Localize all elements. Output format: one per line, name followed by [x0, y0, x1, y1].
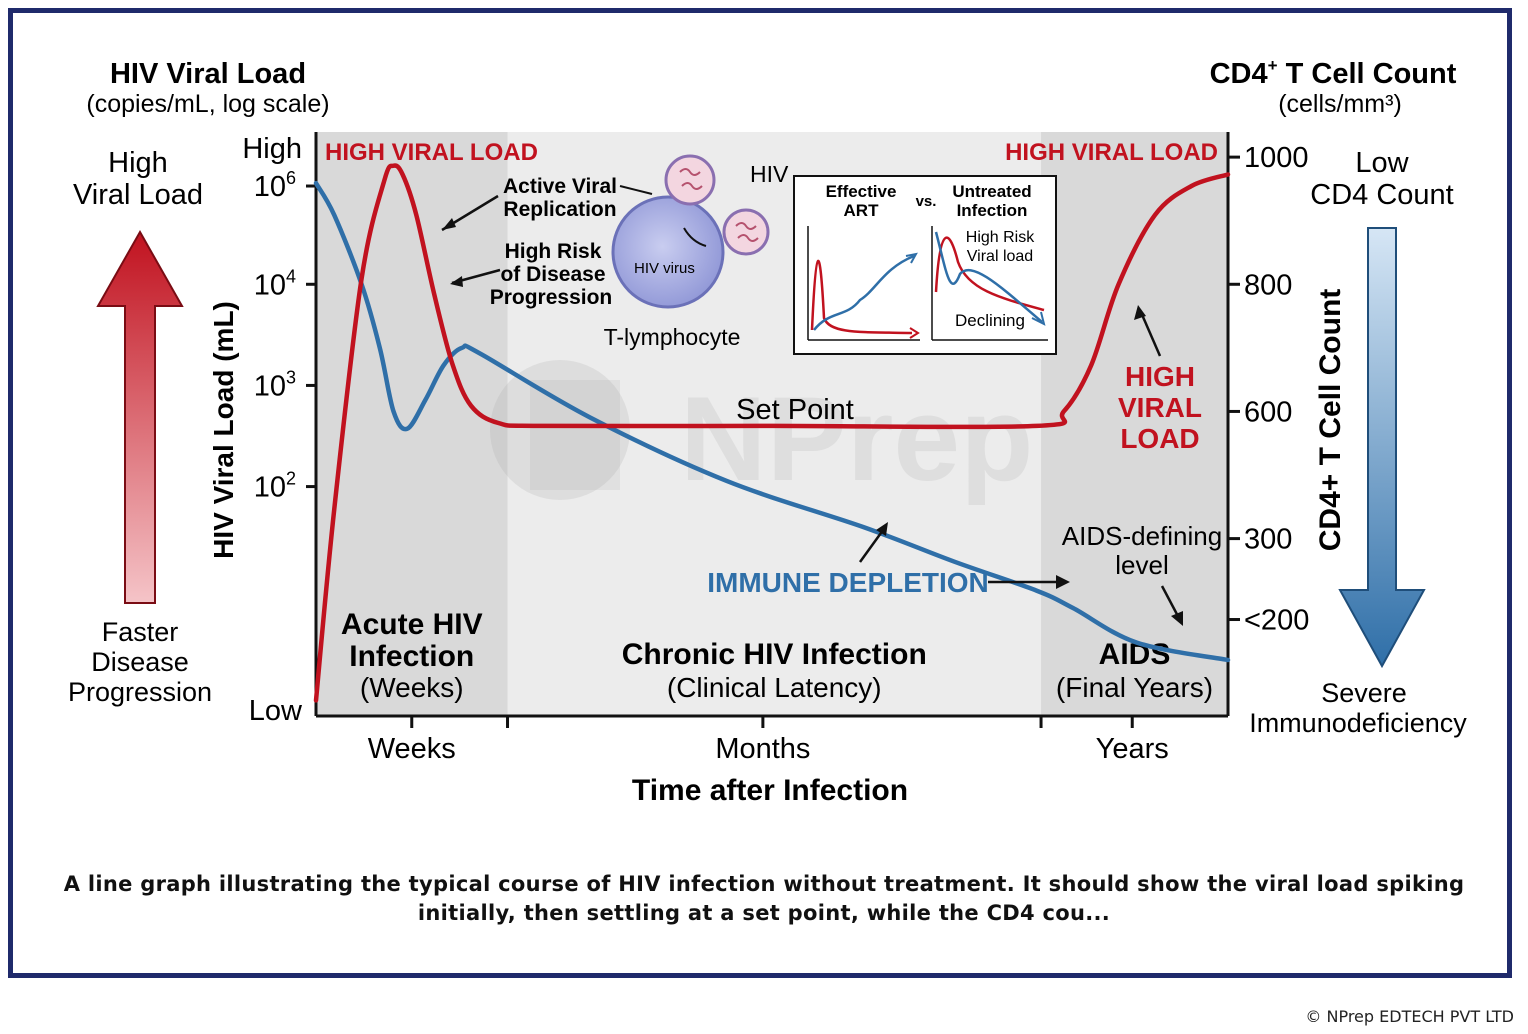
- right-arrow-bottom-2: Immunodeficiency: [1249, 708, 1467, 738]
- left-tick-label-2: 106: [254, 168, 296, 203]
- t-lymphocyte-label: T-lymphocyte: [604, 324, 741, 350]
- high-viral-load-stack-3: LOAD: [1120, 423, 1199, 454]
- inset-right-title-1: Untreated: [952, 182, 1031, 201]
- left-tick-label-1: High: [242, 133, 302, 165]
- viral-load-line: [313, 163, 1231, 703]
- right-arrow-top-label-2: CD4 Count: [1310, 179, 1453, 211]
- x-tick-label-3: Years: [1096, 733, 1169, 765]
- right-arrow-top-label-1: Low: [1355, 147, 1409, 179]
- aids-defining-arrowhead: [1171, 611, 1183, 626]
- phase-sublabel-1: (Weeks): [360, 672, 464, 703]
- left-axis-label: HIV Viral Load (mL): [208, 301, 239, 559]
- inset-right-note-2: Viral load: [967, 248, 1033, 265]
- t-lymphocyte-cell: [611, 195, 725, 309]
- right-tick-label-3: 600: [1244, 396, 1292, 428]
- x-tick-label-2: Months: [715, 733, 810, 765]
- high-risk-line-2: of Disease: [500, 263, 605, 286]
- high-risk-arrowhead: [450, 276, 463, 287]
- set-point-label: Set Point: [736, 394, 854, 426]
- figure-caption: A line graph illustrating the typical co…: [63, 872, 1465, 925]
- x-tick-label-1: Weeks: [368, 733, 456, 765]
- left-tick-label-5: 102: [254, 469, 296, 504]
- right-tick-label-1: 1000: [1244, 142, 1309, 174]
- phase-background-3: [1041, 132, 1228, 716]
- hiv-rna-2: [735, 222, 759, 242]
- high-viral-load-label-right: HIGH VIRAL LOAD: [1005, 139, 1218, 166]
- hiv-pointer: [619, 185, 653, 195]
- active-replication-arrowhead: [442, 218, 456, 230]
- right-header-title: CD4+ T Cell Count: [1210, 56, 1457, 90]
- left-tick-label-4: 103: [254, 367, 296, 402]
- inset-right-title-2: Infection: [957, 201, 1028, 220]
- phase-label-2: Chronic HIV Infection: [622, 638, 927, 671]
- inset-untreated-cd4-line: [934, 231, 1043, 323]
- inset-left-title-2: ART: [844, 201, 880, 220]
- inset-art-cd4-line: [813, 254, 915, 331]
- art-vs-untreated-inset: Effective ART vs. Untreated Infection Hi…: [793, 175, 1057, 355]
- low-cd4-arrow: [1338, 227, 1426, 669]
- right-axis-label: CD4+ T Cell Count: [1314, 289, 1347, 552]
- cd4-count-line: [313, 180, 1231, 663]
- high-risk-line-3: Progression: [490, 286, 613, 309]
- immune-depletion-arrowhead-right: [1056, 575, 1070, 589]
- phase-label-1: Acute HIV: [341, 608, 483, 641]
- right-tick-label-2: 800: [1244, 269, 1292, 301]
- left-header-title: HIV Viral Load: [110, 58, 306, 90]
- left-arrow-top-label-1: High: [108, 147, 168, 179]
- phase-sublabel-3: (Final Years): [1056, 672, 1213, 703]
- hiv-rna-1: [679, 168, 703, 190]
- t-lymphocyte-illustration: HIV HIV virus T-lymphocyte: [604, 154, 789, 350]
- left-arrow-bottom-2: Disease: [91, 647, 189, 677]
- high-viral-load-pointer: [1138, 309, 1162, 357]
- hiv-virus-particle-2: [722, 208, 770, 256]
- aids-defining-line-2: level: [1115, 550, 1168, 580]
- inset-art-viral-arrowhead: [909, 327, 920, 339]
- left-arrow-bottom-3: Progression: [68, 677, 212, 707]
- inset-untreated-cd4-arrowhead: [1031, 311, 1046, 326]
- active-replication-line-1: Active Viral: [503, 175, 617, 198]
- hiv-virus-label: HIV virus: [634, 260, 695, 277]
- copyright: © NPrep EDTECH PVT LTD: [1305, 1007, 1514, 1026]
- watermark: NPrep: [490, 360, 1033, 506]
- high-risk-line-1: High Risk: [505, 240, 602, 263]
- phase-label-1-line-2: Infection: [349, 640, 474, 673]
- left-tick-label-3: 104: [254, 266, 296, 301]
- left-arrow-top-label-2: Viral Load: [73, 179, 203, 211]
- inset-box: [793, 175, 1057, 355]
- aids-defining-line-1: AIDS-defining: [1062, 521, 1222, 551]
- high-viral-load-stack-1: HIGH: [1125, 361, 1195, 392]
- inset-declining: Declining: [955, 311, 1025, 330]
- left-tick-label-6: Low: [249, 695, 303, 727]
- inset-left-title-1: Effective: [826, 182, 897, 201]
- high-viral-load-arrow: [96, 229, 184, 604]
- inset-vs: vs.: [916, 193, 937, 210]
- immune-depletion-label: IMMUNE DEPLETION: [707, 567, 989, 598]
- watermark-text: NPrep: [680, 372, 1033, 506]
- active-replication-line-2: Replication: [503, 198, 616, 221]
- high-viral-load-arrowhead: [1134, 305, 1146, 320]
- high-viral-load-label-left: HIGH VIRAL LOAD: [325, 139, 538, 166]
- high-viral-load-stack-2: VIRAL: [1118, 392, 1202, 423]
- infection-pathway-arrow: [683, 227, 707, 247]
- hiv-label: HIV: [750, 161, 789, 187]
- right-tick-label-5: <200: [1244, 605, 1309, 637]
- left-header-subtitle: (copies/mL, log scale): [86, 90, 329, 118]
- inset-art-viral-line: [810, 259, 913, 335]
- right-arrow-bottom-1: Severe: [1321, 678, 1407, 708]
- right-header-subtitle: (cells/mm³): [1278, 90, 1402, 118]
- immune-depletion-arrowhead-up: [876, 522, 888, 536]
- left-arrow-bottom-1: Faster: [102, 617, 179, 647]
- right-tick-label-4: 300: [1244, 524, 1292, 556]
- inset-art-cd4-arrowhead: [905, 252, 918, 264]
- inset-right-note-1: High Risk: [966, 229, 1035, 246]
- x-axis-title: Time after Infection: [632, 774, 908, 807]
- phase-sublabel-2: (Clinical Latency): [667, 672, 882, 703]
- hiv-virus-particle-1: [664, 154, 716, 206]
